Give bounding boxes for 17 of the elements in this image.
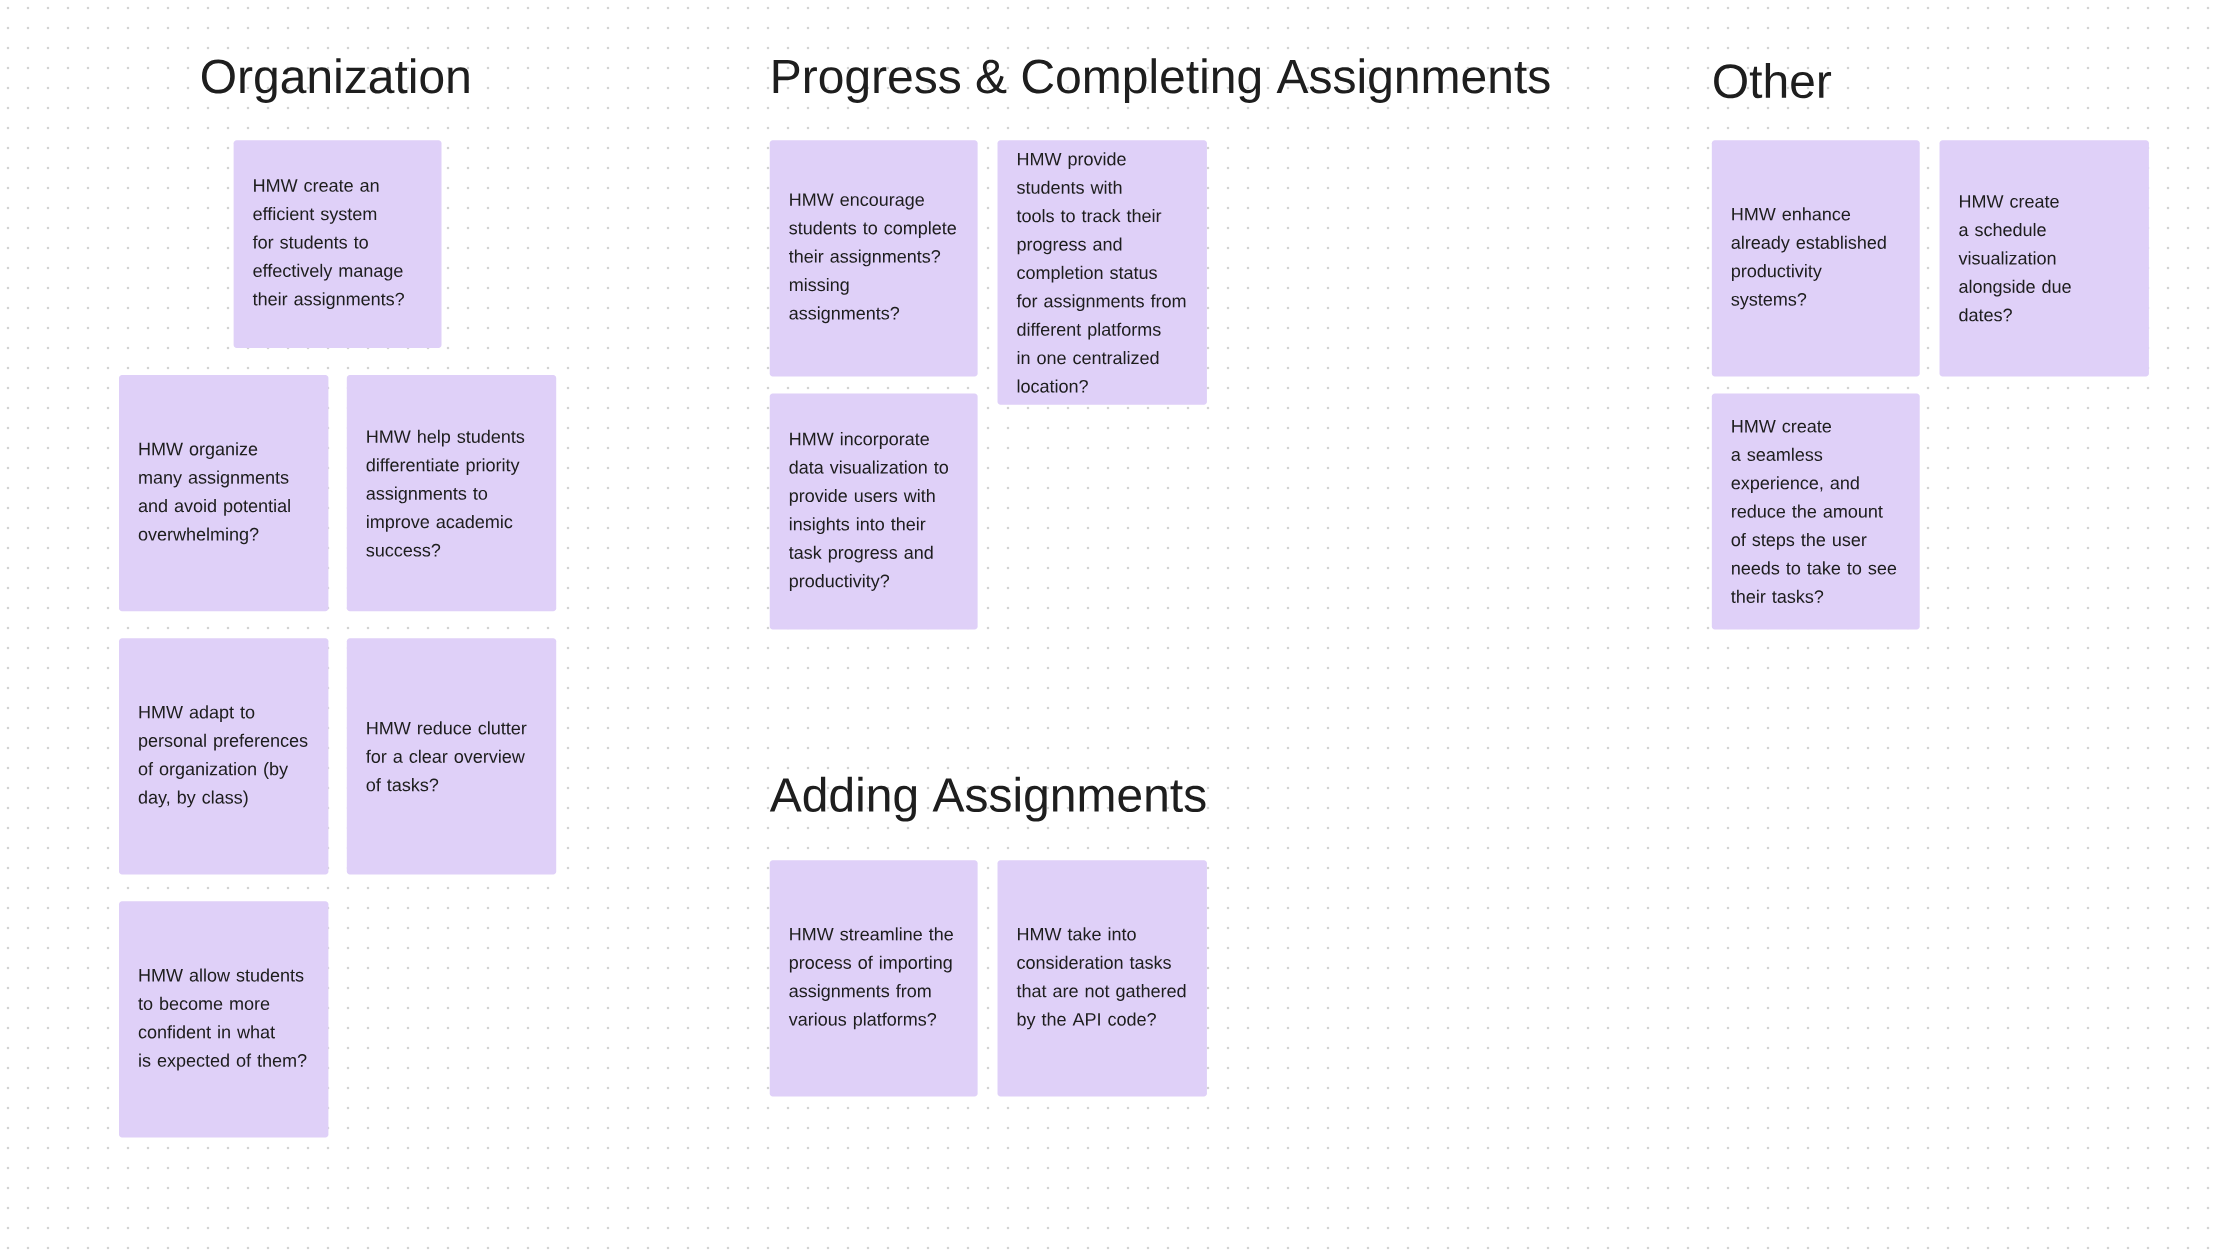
sticky-note: HMW take into consideration tasks that are not gathered by the API code? — [997, 860, 1207, 1097]
section-heading: Other — [1714, 62, 1832, 99]
sticky-note: HMW create a seamless experience, and reduce the amount of steps the user needs to take to see their tasks? — [1711, 393, 1920, 630]
sticky-note: HMW streamline the process of importing assignments from various platforms? — [769, 860, 978, 1097]
sticky-note: HMW adapt to personal preferences of organization (by day, by class) — [119, 638, 329, 875]
section-heading: Adding Assignments — [769, 776, 1206, 822]
sticky-note: HMW create an efficient system for students to effectively manage their assignments? — [233, 140, 442, 349]
sticky-note: HMW create a schedule visualization alongside due dates? — [1939, 140, 2149, 377]
sticky-note: HMW reduce clutter for a clear overview of tasks? — [346, 638, 557, 875]
sticky-note: HMW help students differentiate priority assignments to improve academic success? — [346, 375, 557, 612]
section-heading: Progress & Completing Assignments — [773, 58, 1550, 103]
sticky-note: HMW incorporate data visualization to provide users with insights into their task progress and productivity? — [769, 393, 978, 630]
sticky-note: HMW allow students to become more confident in what is expected of them? — [119, 901, 329, 1138]
sticky-note: HMW enhance already established productivity systems? — [1711, 140, 1920, 377]
sticky-note: HMW encourage students to complete their assignments? missing assignments? — [769, 140, 978, 377]
sticky-note: HMW organize many assignments and avoid potential overwhelming? — [119, 375, 329, 612]
sticky-note: HMW provide students with tools to track their progress and completion status for assignments from different platforms in one centralized location? — [997, 140, 1207, 405]
